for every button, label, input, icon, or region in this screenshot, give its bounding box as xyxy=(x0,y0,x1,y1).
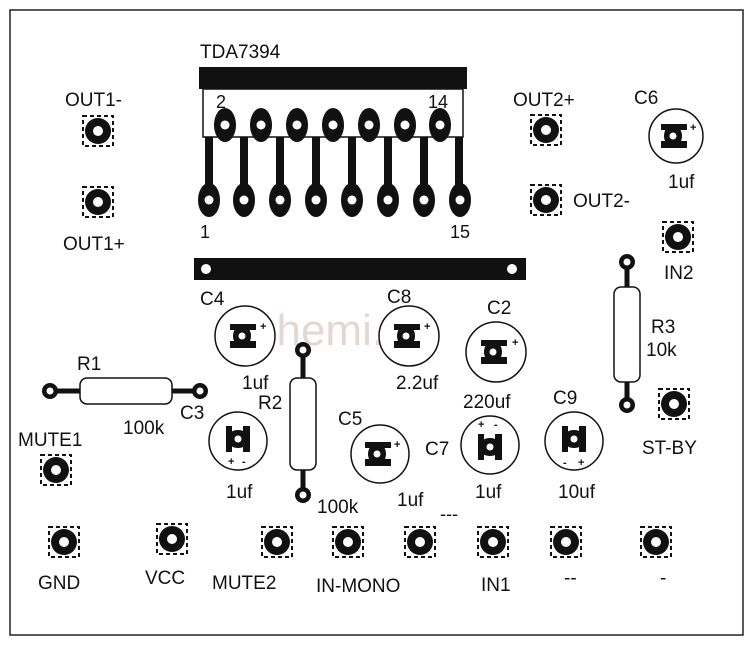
pad-in1-label: IN1 xyxy=(481,575,511,596)
polarity-plus: + xyxy=(578,457,584,469)
dash-label-top: --- xyxy=(440,504,458,524)
pad-out1-plus xyxy=(82,186,114,218)
ic-pin-1-label: 1 xyxy=(200,222,210,242)
pad-dash-one-label: - xyxy=(660,568,666,589)
capacitor-c3: C3 + - 1uf xyxy=(180,403,268,503)
ic-pin-bottom xyxy=(413,183,435,217)
capacitor-c5: C5 + 1uf xyxy=(338,409,424,511)
pad-dash-two-label: -- xyxy=(564,568,577,589)
ic-pin-bottom xyxy=(305,183,327,217)
capacitor-c4-value: 1uf xyxy=(242,373,269,394)
pad-mute1-label: MUTE1 xyxy=(18,430,82,451)
ic-name-label: TDA7394 xyxy=(200,42,281,63)
resistor-r3-value: 10k xyxy=(646,340,677,361)
polarity-minus: - xyxy=(494,419,498,431)
pad-out2-plus-label: OUT2+ xyxy=(513,90,575,111)
ic-pin-top xyxy=(394,108,416,142)
pad-vcc-label: VCC xyxy=(145,568,185,589)
capacitor-c3-name: C3 xyxy=(180,403,204,424)
pad-out1-plus-label: OUT1+ xyxy=(63,234,125,255)
pad-in-mono-label: IN-MONO xyxy=(316,576,400,597)
pad-gnd xyxy=(48,526,80,558)
resistor-r1-name: R1 xyxy=(77,354,101,375)
capacitor-c6-value: 1uf xyxy=(668,172,695,193)
pad-gnd-label: GND xyxy=(38,573,80,594)
pad-vcc xyxy=(156,523,188,555)
polarity-plus: + xyxy=(424,321,430,333)
pad-dash-one xyxy=(640,526,672,558)
capacitor-c8-value: 2.2uf xyxy=(396,373,439,394)
pad-out1-minus xyxy=(82,115,114,147)
jumper-bar xyxy=(194,258,526,280)
capacitor-c8: C8 + 2.2uf xyxy=(378,287,440,394)
capacitor-c5-name: C5 xyxy=(338,409,362,430)
pad-out2-plus xyxy=(530,114,562,146)
capacitor-c2-name: C2 xyxy=(487,298,511,319)
capacitor-c6-name: C6 xyxy=(634,88,658,109)
ic-pin-bottom xyxy=(233,183,255,217)
capacitor-c4: C4 + 1uf xyxy=(200,289,276,394)
ic-pin-bottom xyxy=(341,183,363,217)
pad-in1 xyxy=(477,526,509,558)
resistor-r1-value: 100k xyxy=(123,418,165,439)
ic-pin-bottom xyxy=(269,183,291,217)
capacitor-c7-name: C7 xyxy=(425,439,449,460)
polarity-plus: + xyxy=(512,337,518,349)
capacitor-c7-value: 1uf xyxy=(475,482,502,503)
capacitor-c3-value: 1uf xyxy=(226,482,253,503)
pad-mute1 xyxy=(40,454,72,486)
pad-out2-minus-label: OUT2- xyxy=(573,191,630,212)
ic-pin-top xyxy=(358,108,380,142)
pad-out1-minus-label: OUT1- xyxy=(65,90,122,111)
pad-in-mono xyxy=(332,526,364,558)
resistor-r3: R3 10k xyxy=(613,254,677,413)
capacitor-c4-name: C4 xyxy=(200,289,225,310)
ic-pin-bottom xyxy=(377,183,399,217)
polarity-plus: + xyxy=(478,419,484,431)
pad-st-by xyxy=(658,388,690,420)
ic-pin-top xyxy=(286,108,308,142)
pad-in2-label: IN2 xyxy=(664,263,694,284)
capacitor-c9-name: C9 xyxy=(553,388,577,409)
capacitor-c2: C2 + 220uf xyxy=(463,298,527,413)
ic-pin-top xyxy=(250,108,272,142)
ic-pin-15-label: 15 xyxy=(450,222,470,242)
capacitor-c9-value: 10uf xyxy=(558,482,596,503)
ic-body-top xyxy=(199,67,467,89)
pad-dash-two xyxy=(550,526,582,558)
resistor-r3-name: R3 xyxy=(651,317,675,338)
capacitor-c6: C6 + 1uf xyxy=(634,88,704,193)
polarity-minus: - xyxy=(563,457,567,469)
ic-pin-top xyxy=(322,108,344,142)
pad-in-mono-2 xyxy=(404,526,436,558)
ic-pin-14-label: 14 xyxy=(428,92,448,112)
resistor-r2-value: 100k xyxy=(317,497,359,518)
pad-st-by-label: ST-BY xyxy=(642,438,697,459)
capacitor-c5-value: 1uf xyxy=(397,490,424,511)
pad-mute2 xyxy=(261,526,293,558)
resistor-r2-name: R2 xyxy=(258,393,282,414)
capacitor-c2-value: 220uf xyxy=(463,392,511,413)
polarity-plus: + xyxy=(394,439,400,451)
polarity-plus: + xyxy=(228,456,234,468)
pad-out2-minus xyxy=(530,184,562,216)
ic-pin-top xyxy=(429,108,451,142)
ic-pin-bottom xyxy=(198,183,220,217)
polarity-plus: + xyxy=(260,321,266,333)
capacitor-c9: C9 - + 10uf xyxy=(544,388,604,503)
capacitor-c7: C7 + - 1uf xyxy=(425,415,520,503)
polarity-plus: + xyxy=(690,122,696,134)
ic-pin-top xyxy=(214,108,236,142)
ic-pin-bottom xyxy=(449,183,471,217)
ic-tda7394: TDA7394 2 14 1 15 xyxy=(198,42,471,242)
pad-mute2-label: MUTE2 xyxy=(212,573,276,594)
polarity-minus: - xyxy=(242,456,246,468)
ic-pin-2-label: 2 xyxy=(216,92,226,112)
pad-in2 xyxy=(662,221,694,253)
resistor-r1: R1 100k xyxy=(42,354,208,439)
capacitor-c8-name: C8 xyxy=(387,287,411,308)
resistor-r2: R2 100k xyxy=(258,342,359,518)
